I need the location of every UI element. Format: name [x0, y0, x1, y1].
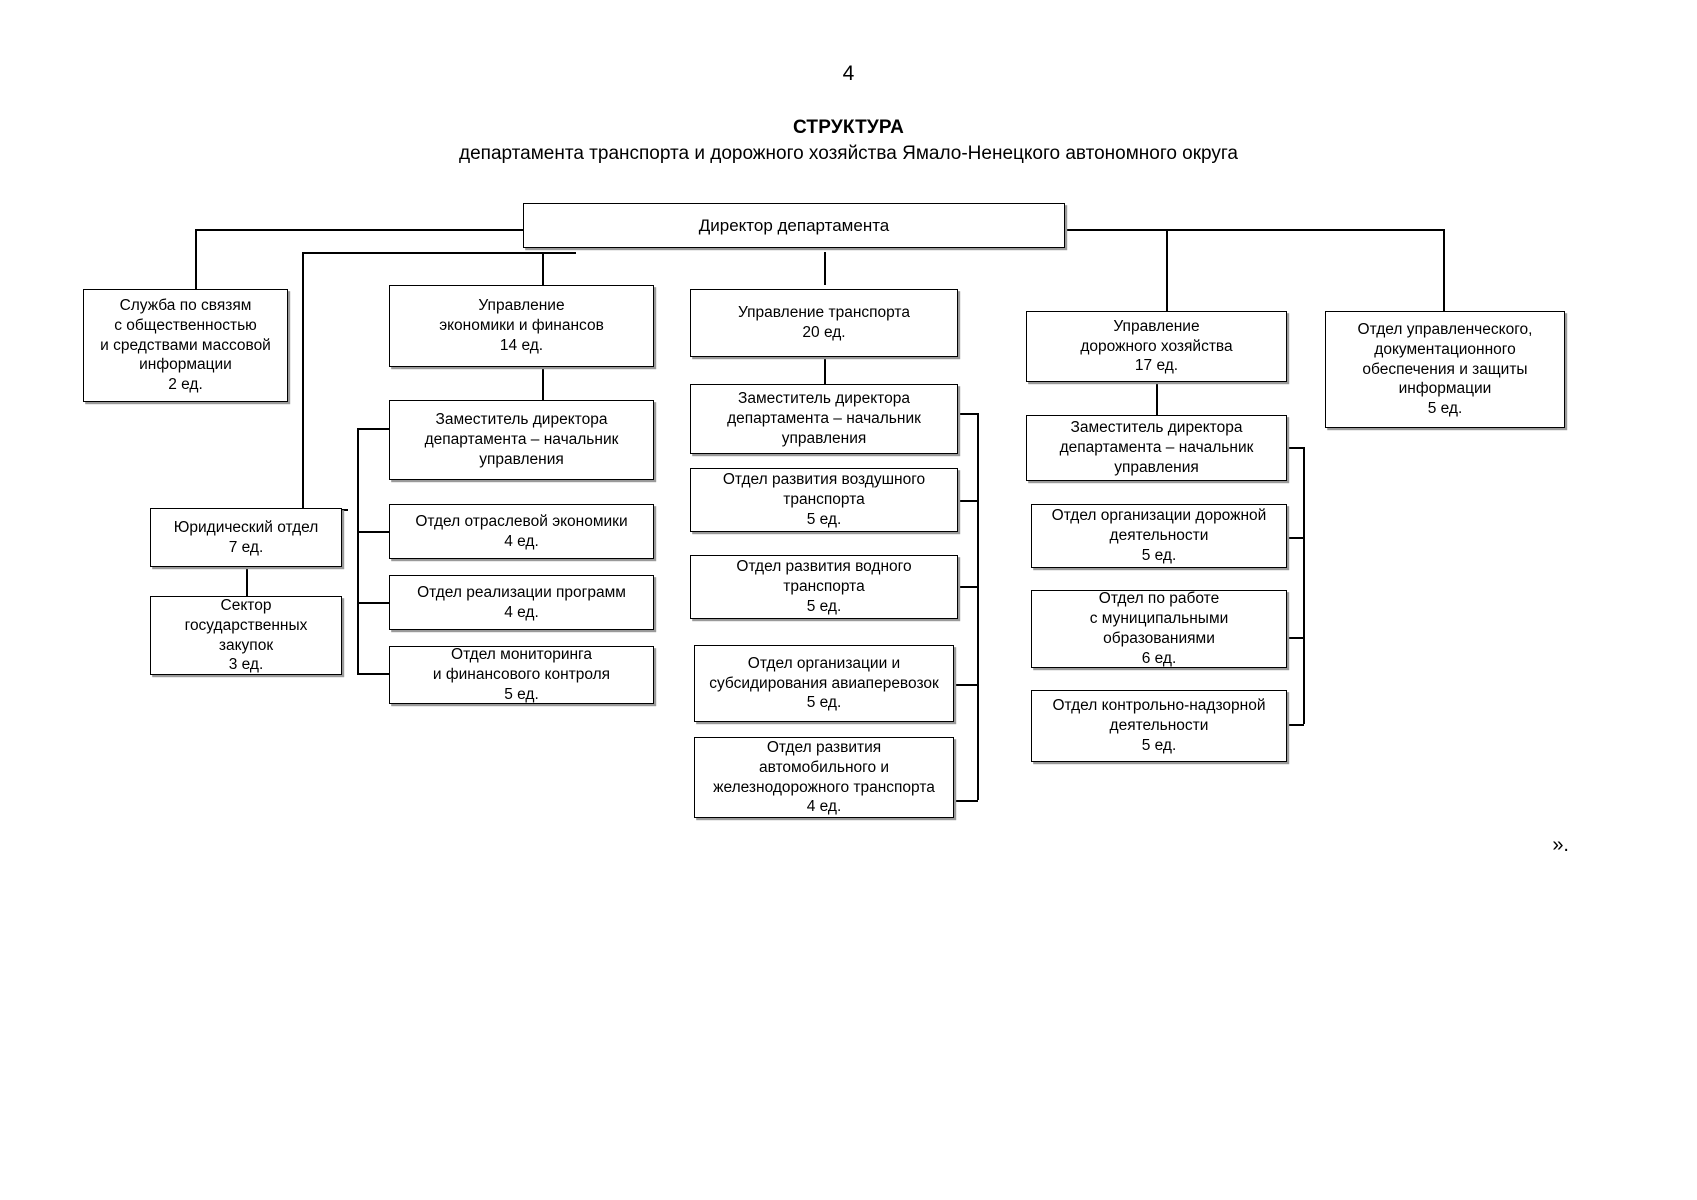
node-transport-air-dept[interactable]: Отдел развития воздушного транспорта 5 е…	[690, 468, 958, 532]
node-transport-road-rail-dept[interactable]: Отдел развития автомобильного и железнод…	[694, 737, 954, 818]
connector-root-transport	[824, 252, 826, 285]
node-transport-road-rail-dept-label: Отдел развития автомобильного и железнод…	[713, 738, 935, 816]
node-transport-water-dept-label: Отдел развития водного транспорта 5 ед.	[736, 558, 912, 615]
node-admin-document-dept-label: Отдел управленческого, документационного…	[1357, 320, 1533, 418]
node-road-control-dept-label: Отдел контрольно-надзорной деятельности …	[1052, 697, 1266, 754]
connector-road-deputy	[1156, 382, 1158, 415]
connector-transport-deputy	[824, 357, 826, 384]
node-director-label: Директор департамента	[698, 215, 890, 235]
node-transport-water-dept[interactable]: Отдел развития водного транспорта 5 ед.	[690, 555, 958, 619]
connector-road-rail-control	[1286, 724, 1304, 726]
connector-road-rail-municipal	[1286, 637, 1304, 639]
connector-root-legal-bus	[302, 252, 576, 254]
connector-root-admin-bus	[1066, 229, 1444, 231]
node-transport-avia-subsidy-dept-label: Отдел организации и субсидирования авиап…	[709, 654, 939, 712]
node-economics-deputy[interactable]: Заместитель директора департамента – нач…	[389, 400, 654, 480]
connector-transport-rail-deputy	[958, 413, 978, 415]
connector-econ-deputy	[542, 367, 544, 400]
node-transport-directorate[interactable]: Управление транспорта 20 ед.	[690, 289, 958, 357]
connector-transport-rail-roadrail	[951, 800, 978, 802]
node-road-municipal-dept-label: Отдел по работе с муниципальными образов…	[1089, 590, 1229, 667]
node-director[interactable]: Директор департамента	[523, 203, 1065, 248]
node-road-deputy[interactable]: Заместитель директора департамента – нач…	[1026, 415, 1287, 481]
node-road-control-dept[interactable]: Отдел контрольно-надзорной деятельности …	[1031, 690, 1287, 762]
connector-transport-rail	[977, 413, 979, 800]
connector-root-left-bus	[195, 229, 575, 231]
connector-econ-rail-programs	[357, 602, 390, 604]
node-transport-directorate-label: Управление транспорта 20 ед.	[738, 304, 910, 341]
connector-road-drop	[1166, 229, 1168, 311]
node-transport-avia-subsidy-dept[interactable]: Отдел организации и субсидирования авиап…	[694, 645, 954, 722]
closing-quote-mark: ».	[1552, 834, 1569, 856]
node-economics-monitoring-dept-label: Отдел мониторинга и финансового контроля…	[432, 646, 611, 703]
connector-root-econ	[542, 252, 544, 285]
node-economics-programs-dept-label: Отдел реализации программ 4 ед.	[417, 583, 626, 621]
node-road-deputy-label: Заместитель директора департамента – нач…	[1059, 419, 1254, 476]
node-economics-programs-dept[interactable]: Отдел реализации программ 4 ед.	[389, 575, 654, 630]
connector-legal-drop	[302, 252, 304, 509]
connector-econ-rail-branch	[357, 531, 390, 533]
connector-transport-rail-avia	[951, 684, 978, 686]
node-economics-directorate-label: Управление экономики и финансов 14 ед.	[439, 297, 604, 354]
connector-transport-rail-water	[958, 586, 978, 588]
node-press-service[interactable]: Служба по связям с общественностью и сре…	[83, 289, 288, 402]
node-economics-monitoring-dept[interactable]: Отдел мониторинга и финансового контроля…	[389, 646, 654, 704]
connector-econ-rail-deputy	[357, 428, 390, 430]
node-procurement-sector[interactable]: Сектор государственных закупок 3 ед.	[150, 596, 342, 675]
node-economics-branch-dept[interactable]: Отдел отраслевой экономики 4 ед.	[389, 504, 654, 559]
connector-admin-drop	[1443, 229, 1445, 311]
node-admin-document-dept[interactable]: Отдел управленческого, документационного…	[1325, 311, 1565, 428]
node-transport-air-dept-label: Отдел развития воздушного транспорта 5 е…	[722, 471, 926, 528]
connector-road-rail-deputy	[1286, 447, 1304, 449]
connector-econ-rail-monitoring	[357, 673, 390, 675]
connector-road-rail	[1303, 447, 1305, 724]
node-economics-branch-dept-label: Отдел отраслевой экономики 4 ед.	[415, 512, 628, 550]
node-economics-directorate[interactable]: Управление экономики и финансов 14 ед.	[389, 285, 654, 367]
connector-legal-procurement	[246, 567, 248, 596]
node-road-municipal-dept[interactable]: Отдел по работе с муниципальными образов…	[1031, 590, 1287, 668]
node-procurement-sector-label: Сектор государственных закупок 3 ед.	[184, 596, 308, 674]
node-legal-department[interactable]: Юридический отдел 7 ед.	[150, 508, 342, 567]
document-title: СТРУКТУРА	[792, 117, 905, 138]
node-transport-deputy[interactable]: Заместитель директора департамента – нач…	[690, 384, 958, 454]
connector-econ-rail	[357, 428, 359, 673]
node-transport-deputy-label: Заместитель директора департамента – нач…	[727, 390, 921, 447]
connector-road-rail-organization	[1286, 537, 1304, 539]
connector-transport-rail-air	[958, 500, 978, 502]
node-economics-deputy-label: Заместитель директора департамента – нач…	[424, 411, 619, 468]
page-number: 4	[842, 62, 855, 85]
document-subtitle: департамента транспорта и дорожного хозя…	[459, 143, 1238, 164]
node-legal-department-label: Юридический отдел 7 ед.	[173, 518, 319, 556]
node-press-service-label: Служба по связям с общественностью и сре…	[100, 296, 271, 394]
node-road-directorate[interactable]: Управление дорожного хозяйства 17 ед.	[1026, 311, 1287, 382]
node-road-organization-dept-label: Отдел организации дорожной деятельности …	[1051, 507, 1267, 564]
connector-press-drop	[195, 229, 197, 290]
node-road-directorate-label: Управление дорожного хозяйства 17 ед.	[1080, 317, 1233, 375]
node-road-organization-dept[interactable]: Отдел организации дорожной деятельности …	[1031, 504, 1287, 568]
